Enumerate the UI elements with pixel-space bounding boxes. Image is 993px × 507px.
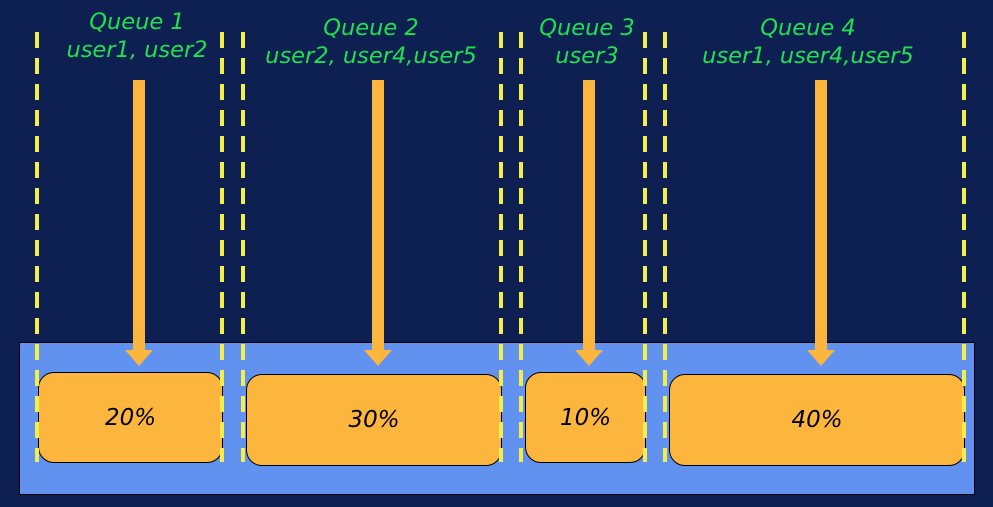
queue-1-users: user1, user2 xyxy=(66,37,208,63)
queue-4-name: Queue 4 xyxy=(760,15,856,41)
queue-3-name: Queue 3 xyxy=(539,15,635,41)
queue-2-label: Queue 2 user2, user4,user5 xyxy=(265,14,477,70)
queue-4-users: user1, user4,user5 xyxy=(702,43,914,69)
queue-2-arrow xyxy=(364,80,392,366)
queue-3-share: 10% xyxy=(559,404,612,431)
queue-2-name: Queue 2 xyxy=(323,15,419,41)
queue-4-capacity-slot: 40% xyxy=(669,374,965,466)
queue-1-capacity-slot: 20% xyxy=(38,372,223,463)
queue-4-arrow xyxy=(807,80,835,366)
queue-1-name: Queue 1 xyxy=(89,9,185,35)
queue-3-label: Queue 3 user3 xyxy=(539,14,634,70)
queue-4-share: 40% xyxy=(791,407,843,433)
queue-2-users: user2, user4,user5 xyxy=(265,43,477,69)
queue-1-arrow xyxy=(125,80,153,366)
queue-2-capacity-slot: 30% xyxy=(246,374,502,466)
queue-3-capacity-slot: 10% xyxy=(525,372,646,463)
queue-4-label: Queue 4 user1, user4,user5 xyxy=(702,14,914,70)
queue-1-share: 20% xyxy=(104,404,157,431)
queue-2-share: 30% xyxy=(348,407,400,433)
queue-1-label: Queue 1 user1, user2 xyxy=(66,8,207,64)
queue-3-arrow xyxy=(575,80,603,366)
queue-3-users: user3 xyxy=(555,43,619,69)
